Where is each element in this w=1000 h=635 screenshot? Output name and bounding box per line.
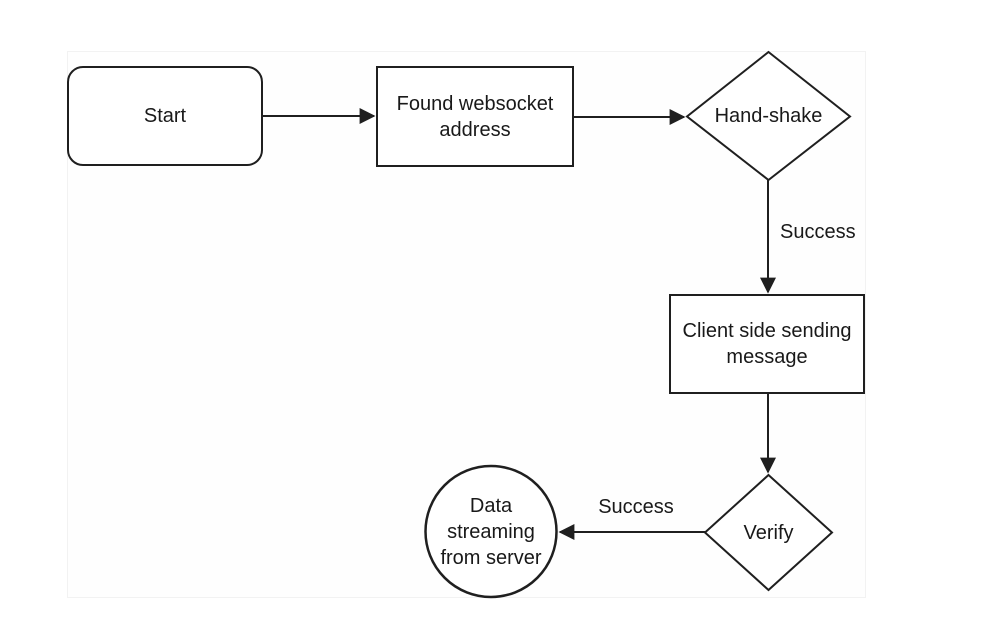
- handshake-decision-label: Hand-shake: [714, 105, 823, 127]
- start-node-label: Start: [143, 105, 187, 127]
- verify-decision-shape: [703, 473, 834, 592]
- handshake-success-edge-label: Success: [780, 221, 856, 243]
- verify-success-edge-label: Success: [598, 496, 674, 518]
- found-websocket-node-label: Found websocket address: [396, 92, 554, 141]
- client-sending-node-shape: [669, 294, 865, 394]
- found-websocket-node-shape: [376, 66, 574, 167]
- client-sending-node-label: Client side sending message: [682, 320, 852, 368]
- data-streaming-node-shape: [424, 464, 558, 599]
- data-streaming-node-label: Data streaming from server: [440, 494, 542, 569]
- verify-decision-label: Verify: [743, 521, 794, 544]
